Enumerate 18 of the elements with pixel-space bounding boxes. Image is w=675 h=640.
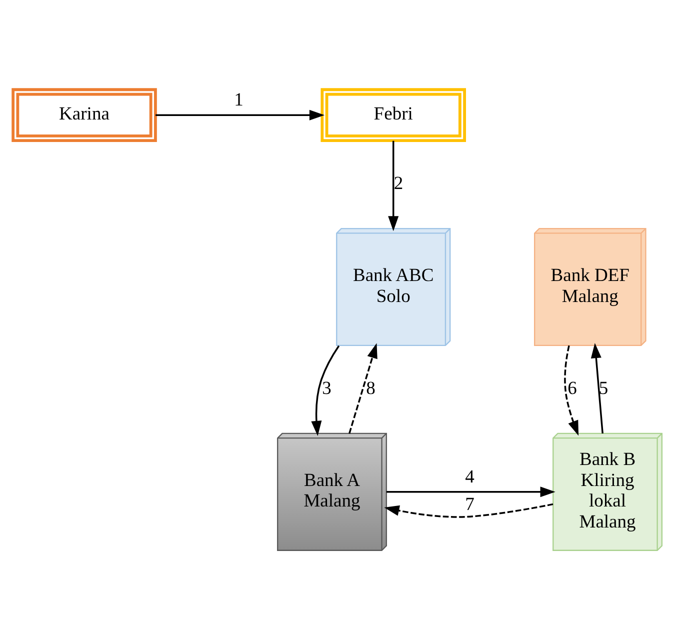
edge-label: 5 — [598, 378, 608, 399]
edge-label: 7 — [465, 494, 474, 516]
node-box: Febri — [320, 88, 466, 142]
arrow — [590, 343, 604, 434]
arrow — [384, 503, 554, 518]
edge-label: 2 — [394, 172, 404, 194]
edge-label: 6 — [568, 378, 577, 399]
edge-label: 3 — [322, 378, 332, 399]
arrow — [348, 343, 378, 434]
arrow — [386, 486, 556, 498]
arrow — [311, 345, 340, 436]
edge-label: 8 — [366, 378, 376, 399]
arrow — [564, 345, 579, 436]
node-box: Karina — [12, 88, 157, 142]
arrow — [156, 110, 325, 120]
edge-label: 4 — [465, 466, 474, 488]
edge-label: 1 — [234, 90, 244, 111]
arrow — [388, 140, 399, 232]
